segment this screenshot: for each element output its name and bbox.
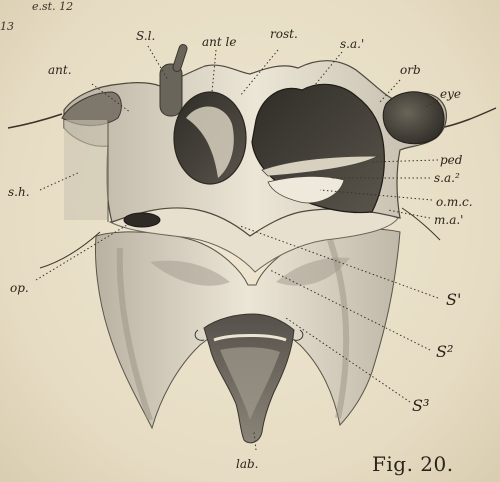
right-antenna-bristle: [440, 108, 496, 128]
label-ant-le: ant le: [202, 36, 236, 48]
left-antenna-bristle: [8, 114, 62, 128]
op-opening: [124, 213, 160, 227]
label-ma1: m.a.': [434, 214, 463, 226]
eye: [383, 92, 444, 144]
label-orb: orb: [400, 64, 421, 76]
label-s3: S³: [412, 398, 429, 414]
label-sl: S.l.: [136, 30, 155, 42]
label-omc: o.m.c.: [436, 196, 473, 208]
label-rost: rost.: [270, 28, 298, 40]
label-ant: ant.: [48, 64, 72, 76]
label-sa1: s.a.': [340, 38, 364, 50]
sl-structure: [160, 64, 182, 116]
label-sh: s.h.: [8, 186, 30, 198]
left-bristle: [40, 232, 100, 268]
label-lab: lab.: [236, 458, 259, 470]
label-ped: ped: [440, 154, 462, 166]
figure-caption: Fig. 20.: [372, 452, 454, 476]
label-s2: S²: [436, 344, 453, 360]
label-eye: eye: [440, 88, 461, 100]
label-sa2: s.a.²: [434, 172, 460, 184]
side-hatch: [64, 120, 108, 220]
label-op: op.: [10, 282, 29, 294]
label-s1: S': [446, 292, 461, 308]
antennule: [172, 43, 188, 72]
